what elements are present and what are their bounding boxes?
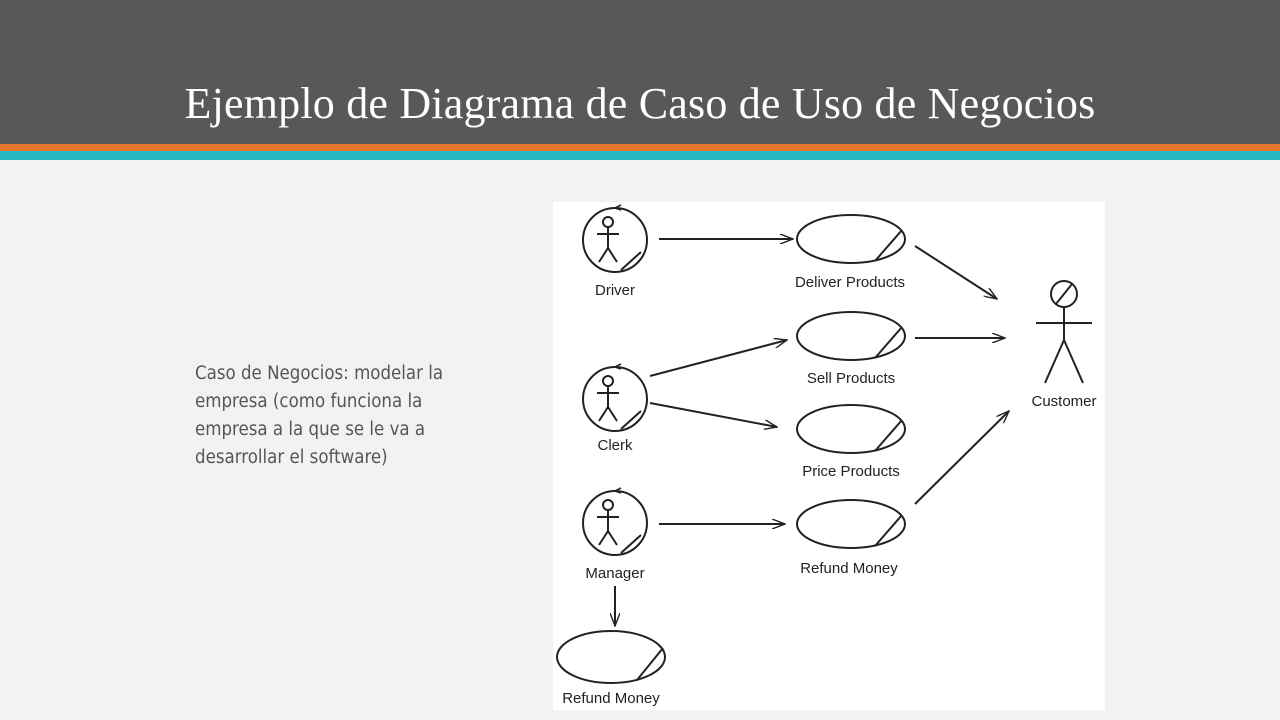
accent-stripe-orange xyxy=(0,144,1280,151)
use-case-price-products xyxy=(796,404,906,454)
body-line-2: empresa (como funciona la xyxy=(195,391,423,412)
arrow-clerk-to-price xyxy=(649,402,777,427)
accent-stripe-teal xyxy=(0,151,1280,160)
use-case-refund-money-bottom xyxy=(556,630,666,684)
business-worker-manager xyxy=(582,487,648,556)
use-case-diagram-svg: Driver Clerk Manager xyxy=(556,204,1097,707)
arrow-refund-to-customer xyxy=(914,411,1009,505)
deliver-products-label: Deliver Products xyxy=(795,274,905,291)
arrow-clerk-to-sell xyxy=(649,340,787,377)
use-case-deliver-products xyxy=(796,214,906,264)
refund-money-label: Refund Money xyxy=(800,560,898,577)
body-line-3: empresa a la que se le va a xyxy=(195,419,426,440)
customer-label: Customer xyxy=(1031,393,1096,410)
use-case-sell-products xyxy=(796,311,906,361)
body-line-4: desarrollar el software) xyxy=(195,447,388,468)
body-line-1: Caso de Negocios: modelar la xyxy=(195,363,444,384)
title-bar xyxy=(0,0,1280,144)
price-products-label: Price Products xyxy=(802,463,900,480)
manager-label: Manager xyxy=(585,565,644,582)
arrow-deliver-to-customer xyxy=(914,245,997,299)
clerk-label: Clerk xyxy=(597,437,633,454)
driver-label: Driver xyxy=(595,282,635,299)
body-text: Caso de Negocios: modelar la empresa (co… xyxy=(195,360,492,472)
slide-title: Ejemplo de Diagrama de Caso de Uso de Ne… xyxy=(184,79,1096,128)
refund-money-bottom-label: Refund Money xyxy=(562,690,660,707)
sell-products-label: Sell Products xyxy=(807,370,895,387)
business-worker-driver xyxy=(582,204,648,273)
business-actor-customer xyxy=(1036,280,1092,384)
business-worker-clerk xyxy=(582,363,648,432)
use-case-diagram: Driver Clerk Manager xyxy=(553,202,1105,710)
use-case-refund-money xyxy=(796,499,906,549)
